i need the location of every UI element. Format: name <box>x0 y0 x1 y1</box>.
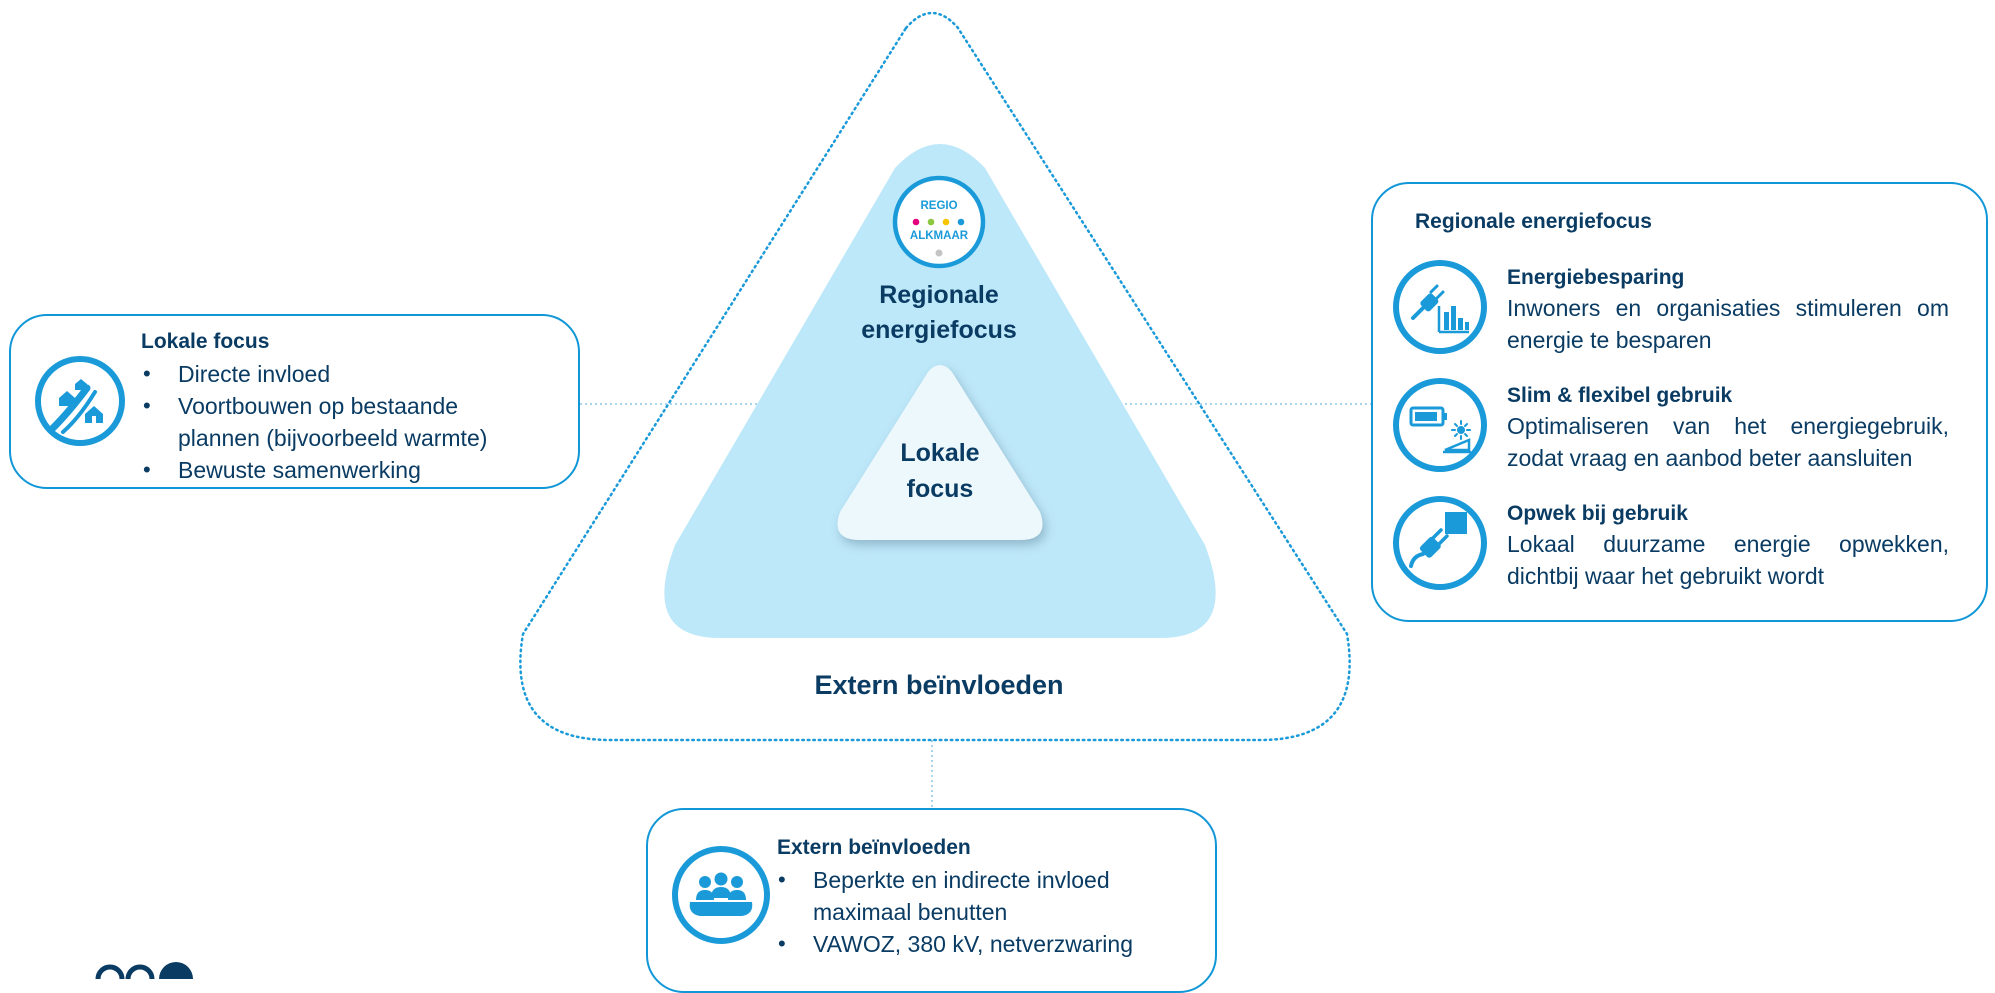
battery-solar-icon <box>1393 378 1487 472</box>
outer-label: Extern beïnvloeden <box>814 670 1063 700</box>
logo-text-regio: REGIO <box>920 200 957 212</box>
regio-alkmaar-logo: REGIO ALKMAAR <box>892 175 986 269</box>
list-item: VAWOZ, 380 kV, netverzwaring <box>776 928 1146 960</box>
opwek-text: Lokaal duurzame energie opwekken, dichtb… <box>1507 531 1949 589</box>
inner-label-line2: focus <box>907 475 974 503</box>
extern-beinvloeden-card: Extern beïnvloeden Beperkte en indirecte… <box>646 808 1217 993</box>
list-item: Bewuste samenwerking <box>141 454 541 486</box>
outer-triangle <box>519 11 1351 742</box>
corner-logo <box>95 962 193 979</box>
inner-label-line1: Lokale <box>900 439 979 467</box>
energiebesparing-title: Energiebesparing <box>1507 266 1685 289</box>
slim-flexibel-title: Slim & flexibel gebruik <box>1507 384 1733 407</box>
slim-flexibel-text: Optimaliseren van het energiegebruik, zo… <box>1507 413 1949 471</box>
middle-label-line1: Regionale <box>879 281 999 309</box>
people-meeting-icon <box>672 846 770 944</box>
lokale-focus-title: Lokale focus <box>141 330 270 353</box>
extern-beinvloeden-title: Extern beïnvloeden <box>777 836 971 859</box>
regionale-energiefocus-title: Regionale energiefocus <box>1415 210 1652 233</box>
middle-label-line2: energiefocus <box>861 316 1017 344</box>
list-item: Voortbouwen op bestaande plannen (bijvoo… <box>141 390 541 454</box>
houses-road-icon <box>35 356 125 446</box>
logo-text-alkmaar: ALKMAAR <box>910 230 969 242</box>
energiebesparing-text: Inwoners en organisaties stimuleren om e… <box>1507 295 1949 353</box>
plug-chart-icon <box>1393 260 1487 354</box>
opwek-title: Opwek bij gebruik <box>1507 502 1688 525</box>
extern-beinvloeden-bullets: Beperkte en indirecte invloed maximaal b… <box>776 864 1146 960</box>
regionale-energiefocus-card: Regionale energiefocus Energiebesparing … <box>1371 182 1988 622</box>
list-item: Beperkte en indirecte invloed maximaal b… <box>776 864 1146 928</box>
lokale-focus-bullets: Directe invloed Voortbouwen op bestaande… <box>141 358 541 486</box>
plug-square-icon <box>1393 496 1487 590</box>
list-item: Directe invloed <box>141 358 541 390</box>
lokale-focus-card: Lokale focus Directe invloed Voortbouwen… <box>9 314 580 489</box>
inner-triangle <box>837 365 1043 540</box>
